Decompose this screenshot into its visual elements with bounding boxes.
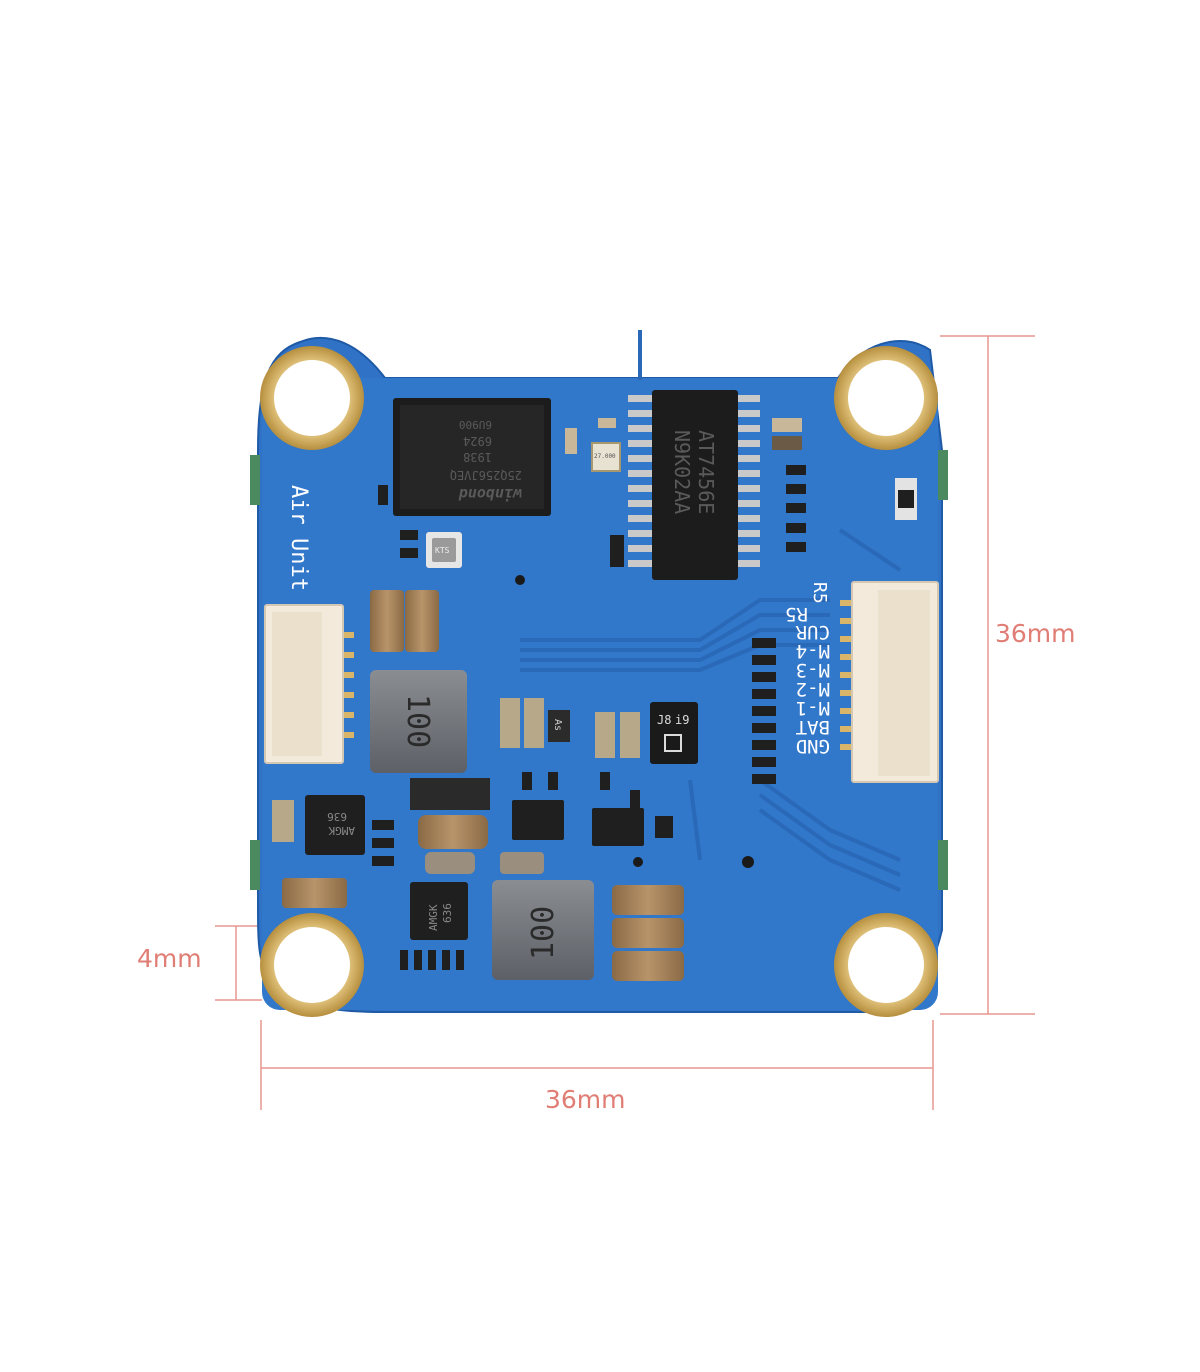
- connector-right: [840, 581, 939, 783]
- pcb-traces: [520, 330, 902, 892]
- crystal: 27.000: [591, 442, 621, 472]
- resistor-array: [752, 638, 776, 784]
- regulator-left-line-1: AMGK: [328, 824, 355, 837]
- mounting-hole-bottom-left: [260, 913, 364, 1017]
- dimension-offset-label: 4mm: [137, 944, 202, 973]
- connector-left: [264, 604, 354, 764]
- crystal-marking: 27.000: [594, 453, 616, 460]
- dimension-height: 36mm: [940, 335, 1076, 1015]
- passives-bottom-left: [272, 778, 544, 908]
- pin-label-4: M-3: [796, 659, 830, 681]
- regulator-left-line-2: 636: [327, 810, 347, 823]
- mounting-hole-bottom-right: [834, 913, 938, 1017]
- pcb-board: winbond 25Q256JVEQ 1938 6924 6U900: [250, 330, 948, 1017]
- edge-strip-right-top: [938, 450, 948, 500]
- inductor-top: 100: [370, 670, 467, 773]
- osd-chip-line-1: AT7456E: [694, 430, 718, 514]
- edge-strip-right-bottom: [938, 840, 948, 890]
- dimension-hole-offset: 4mm: [137, 925, 262, 1001]
- dimension-height-label: 36mm: [995, 619, 1076, 648]
- flash-chip-line-2: 25Q256JVEQ: [450, 468, 522, 482]
- capacitor-stack-bottom: [612, 885, 684, 981]
- pin-label-6: M-1: [796, 697, 830, 719]
- regulator-left: AMGK 636: [305, 795, 365, 855]
- pin-label-1: R5: [785, 603, 808, 625]
- flash-chip-line-1: winbond: [458, 485, 522, 503]
- pin-label-8: GND: [796, 735, 830, 757]
- j8-line-2: i9: [675, 713, 689, 727]
- small-passives-top: [378, 418, 917, 567]
- pin-label-3: M-4: [796, 640, 830, 662]
- brand-silkscreen: Air Unit: [286, 485, 311, 591]
- j8-line-1: J8: [657, 713, 671, 727]
- inductor-bottom: 100: [492, 880, 594, 980]
- inductor-top-marking: 100: [400, 694, 435, 748]
- brand-label: Air Unit: [286, 485, 311, 591]
- mounting-hole-top-right: [834, 346, 938, 450]
- regulator-bottom-line-1: AMGK: [427, 904, 440, 931]
- pin-label-r5: R5: [809, 582, 830, 604]
- pin-label-group: R5: [809, 582, 830, 604]
- pin-label-5: M-2: [796, 678, 830, 700]
- sensor-marking: KTS: [435, 546, 450, 555]
- transistors-middle: [512, 772, 673, 846]
- regulator-bottom-line-2: 636: [441, 903, 454, 923]
- flash-chip-line-5: 6U900: [459, 418, 492, 431]
- inductor-bottom-marking: 100: [526, 906, 561, 960]
- as-marking: As: [552, 719, 563, 731]
- flash-chip-line-4: 6924: [463, 434, 492, 448]
- dimension-width: 36mm: [260, 1020, 934, 1114]
- capacitors-middle: As: [500, 698, 640, 758]
- pin-label-2: CUR: [795, 621, 830, 643]
- dimension-width-label: 36mm: [545, 1085, 626, 1114]
- sensor-chip: KTS: [426, 532, 462, 568]
- edge-strip-left-bottom: [250, 840, 260, 890]
- mounting-hole-top-left: [260, 346, 364, 450]
- edge-strip-left-top: [250, 455, 260, 505]
- via-holes: [515, 575, 754, 868]
- pin-label-7: BAT: [796, 716, 830, 738]
- osd-chip-line-2: N9K02AA: [670, 430, 694, 514]
- regulator-bottom: AMGK 636: [410, 882, 468, 940]
- pin-labels: R5 CUR M-4 M-3 M-2 M-1 BAT GND: [785, 603, 830, 757]
- capacitor-pair-left: [370, 590, 439, 652]
- j8-component: J8 i9: [650, 702, 698, 764]
- osd-driver-chip: AT7456E N9K02AA: [628, 390, 760, 580]
- pcb-surface: [262, 378, 938, 1010]
- resistors-bottom: [400, 950, 464, 970]
- flash-chip: winbond 25Q256JVEQ 1938 6924 6U900: [393, 398, 551, 516]
- flash-chip-line-3: 1938: [463, 450, 492, 464]
